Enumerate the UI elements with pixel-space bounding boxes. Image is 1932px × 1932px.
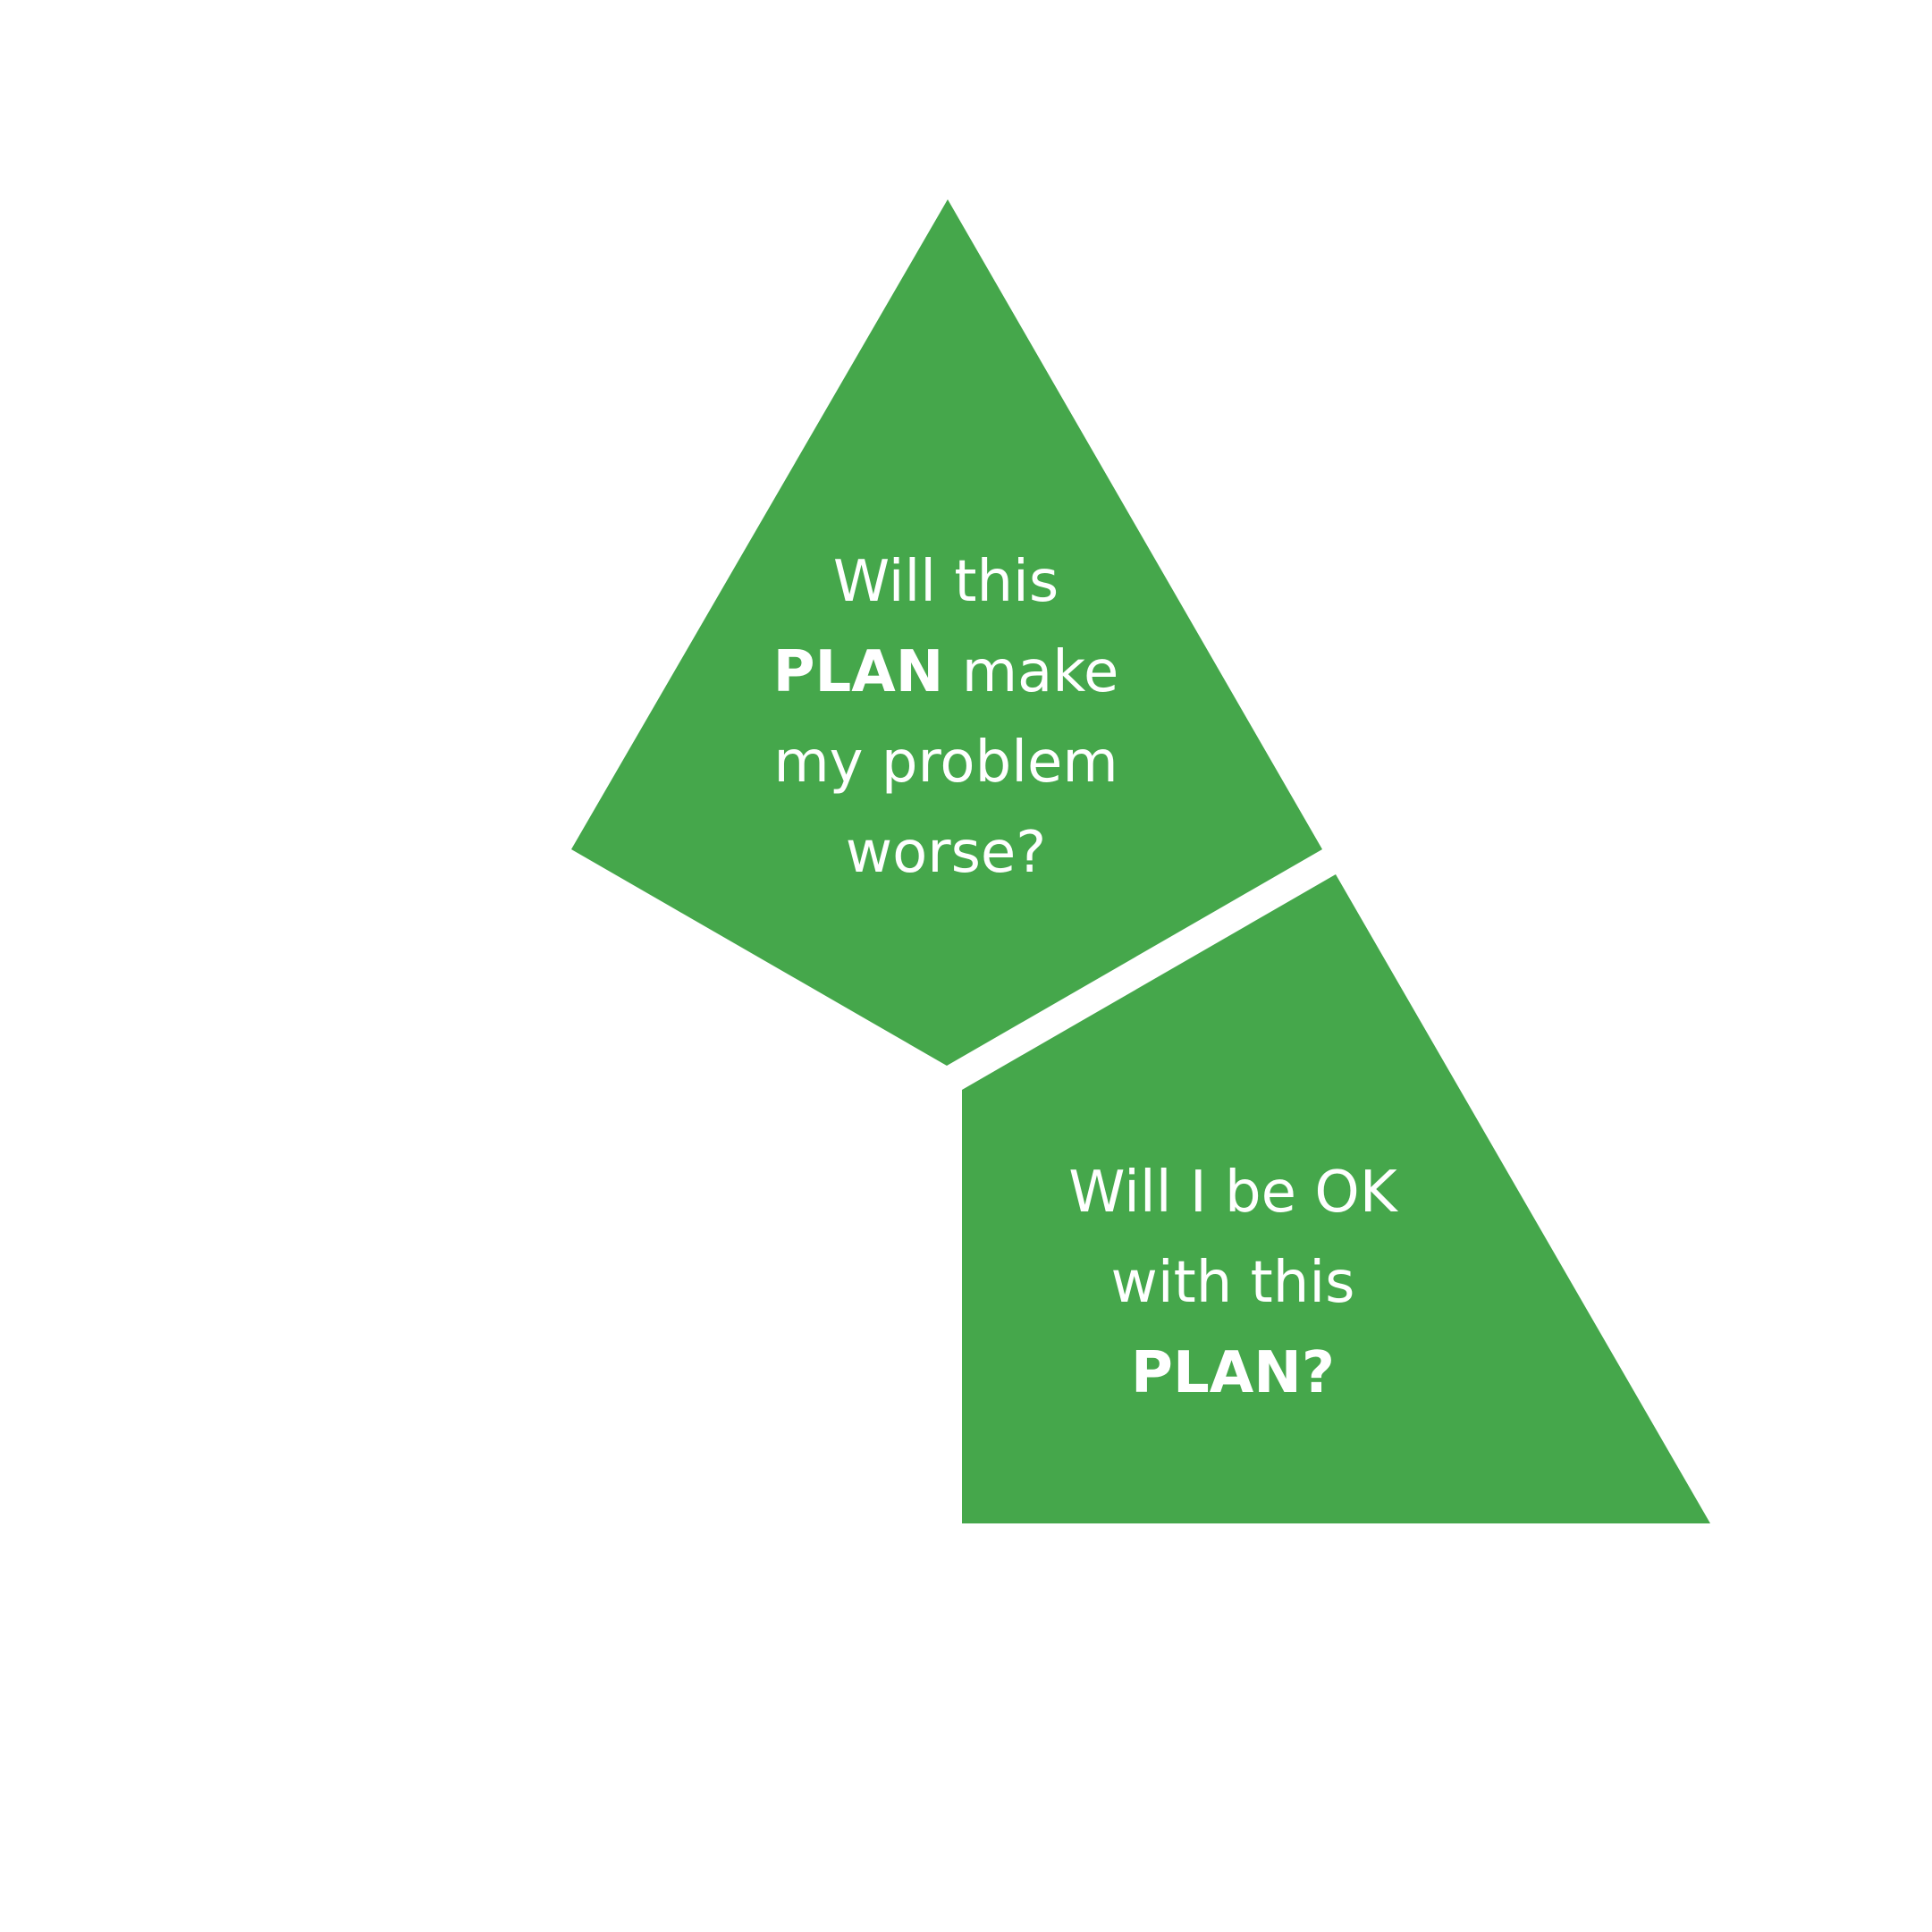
- segment-top-shape: [571, 199, 1322, 1066]
- segment-text-run: make: [943, 639, 1118, 705]
- segment-text-run: with this: [1111, 1250, 1355, 1316]
- segment-text-run: my problem: [773, 730, 1118, 796]
- segment-text-run: Will this: [833, 549, 1059, 615]
- segment-text-bold-run: PLAN?: [1131, 1340, 1335, 1406]
- segment-text-run: worse?: [846, 820, 1047, 886]
- segment-text-run: Will I be OK: [1068, 1160, 1399, 1226]
- segment-text-bold-run: PLAN: [773, 639, 944, 705]
- segment-bottom-right-shape: [962, 874, 1710, 1523]
